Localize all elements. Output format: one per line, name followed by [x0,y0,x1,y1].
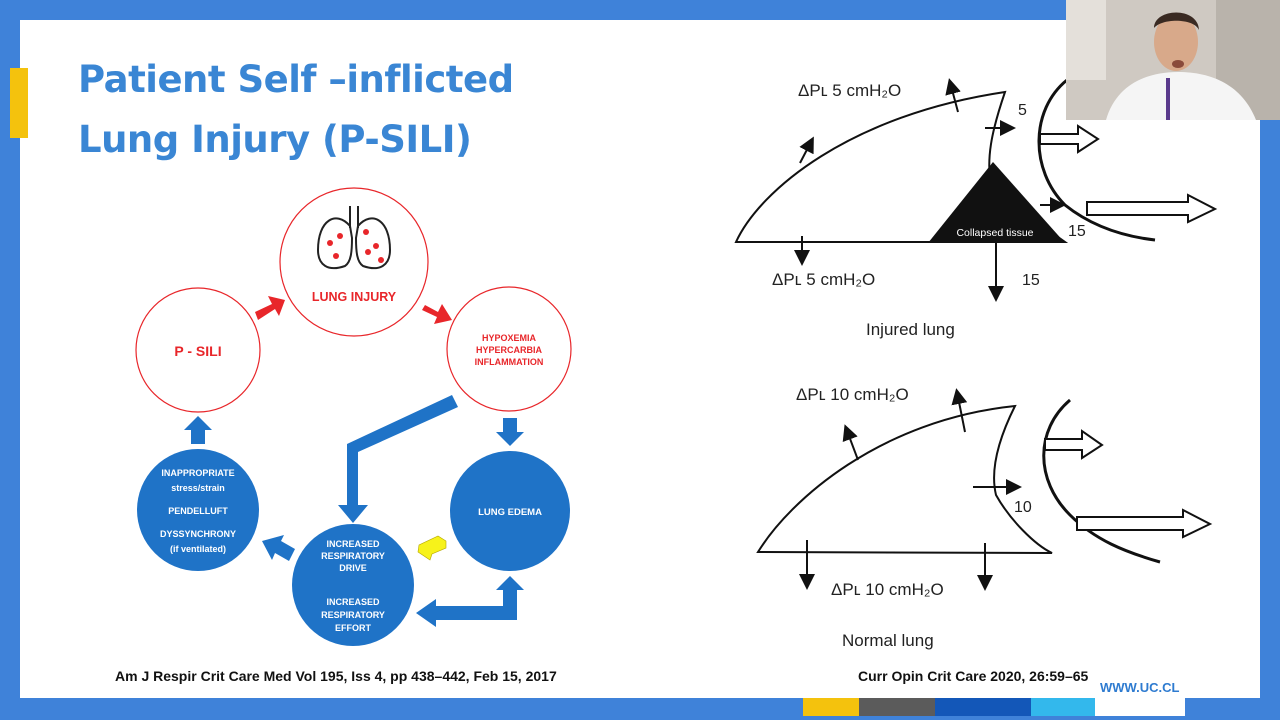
respiratory-drive-node: INCREASED RESPIRATORY DRIVE INCREASED RE… [292,524,414,646]
inappropriate-label: INAPPROPRIATE [161,468,234,478]
hypoxemia-label: HYPOXEMIA [482,333,537,343]
lung-injury-node: LUNG INJURY [279,187,429,337]
dyssynchrony-label: DYSSYNCHRONY [160,529,236,539]
effort-label-2: RESPIRATORY [321,610,385,620]
if-ventilated-label: (if ventilated) [170,544,226,554]
citation-right: Curr Opin Crit Care 2020, 26:59–65 [858,668,1089,684]
presenter-avatar [1066,0,1280,120]
psili-label: P - SILI [174,343,221,359]
arrow-edema-to-drive-yellow [417,535,447,561]
slide-title: Patient Self –inflicted Lung Injury (P-S… [78,50,514,170]
arrow-psili-to-injury [255,296,285,320]
psili-node: P - SILI [135,287,261,413]
arrow-hypoxemia-to-edema [496,418,524,446]
injured-num-15-right: 15 [1068,223,1086,240]
injured-lung-schematic [734,78,1156,302]
lung-edema-node: LUNG EDEMA [450,451,570,571]
normal-arrow-up-left [842,424,859,461]
collapsed-tissue-label: Collapsed tissue [956,227,1033,239]
arrow-up-to-psili [184,416,212,444]
arrow-drive-to-inappropriate [262,535,295,561]
pendelluft-label: PENDELLUFT [168,506,228,516]
injured-lung-caption: Injured lung [866,320,955,339]
arrow-injury-to-hypoxemia [422,304,452,324]
strip-white [1095,698,1185,716]
injured-double-arrows [1039,124,1218,224]
normal-num-10: 10 [1014,499,1032,516]
hypercarbia-label: HYPERCARBIA [476,345,543,355]
normal-dpl-top: ΔPʟ 10 cmH₂O [796,385,909,404]
injured-num-15-bottom: 15 [1022,272,1040,289]
arrow-up-top [945,78,961,113]
arrow-hypoxemia-to-drive [338,395,458,523]
lung-injury-label: LUNG INJURY [312,290,397,304]
normal-lung-schematic [756,388,1161,591]
effort-label-1: INCREASED [326,597,380,607]
title-line-2: Lung Injury (P-SILI) [78,118,472,161]
inappropriate-node: INAPPROPRIATE stress/strain PENDELLUFT D… [137,449,259,571]
normal-lung-caption: Normal lung [842,631,934,650]
arrow-up-left [799,136,814,164]
strip-yellow [803,698,859,716]
lungs-icon [316,206,392,270]
drive-label-3: DRIVE [339,563,367,573]
lung-edema-label: LUNG EDEMA [478,507,542,518]
injured-num-5: 5 [1018,102,1027,119]
effort-label-3: EFFORT [335,623,371,633]
drive-label-1: INCREASED [326,539,380,549]
collapsed-tissue-triangle [928,162,1065,243]
title-line-1: Patient Self –inflicted [78,58,514,101]
strip-blue [935,698,1031,716]
inflammation-label: INFLAMMATION [475,357,544,367]
drive-label-2: RESPIRATORY [321,551,385,561]
strip-gray [859,698,935,716]
webcam-feed [1066,0,1280,120]
stress-label: stress/strain [171,483,225,493]
arrow-edema-to-effort [416,576,524,627]
normal-arrow-up-top [951,388,968,433]
hypoxemia-node: HYPOXEMIA HYPERCARBIA INFLAMMATION [446,286,572,412]
title-accent-bar [10,68,28,138]
citation-left: Am J Respir Crit Care Med Vol 195, Iss 4… [115,668,557,684]
normal-dpl-bottom: ΔPʟ 10 cmH₂O [831,580,944,599]
strip-cyan [1031,698,1095,716]
injured-dpl-top: ΔPʟ 5 cmH₂O [798,81,901,100]
uc-url[interactable]: WWW.UC.CL [1100,680,1180,695]
injured-dpl-bottom: ΔPʟ 5 cmH₂O [772,270,875,289]
normal-double-arrows [1044,429,1213,539]
lung-lesion-dots [327,229,384,263]
